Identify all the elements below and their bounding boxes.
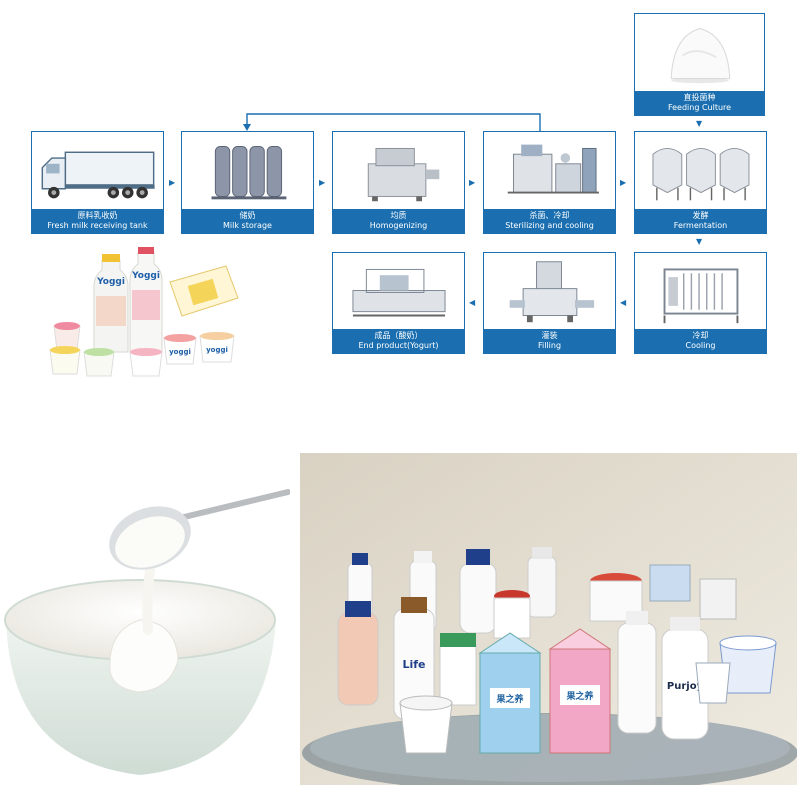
arrow-right-icon: ▶ xyxy=(169,178,176,187)
arrow-right-icon: ▶ xyxy=(319,178,326,187)
step-end-product: 成品（酸奶）End product(Yogurt) xyxy=(332,252,465,354)
carton-brand-text: 果之养 xyxy=(565,690,593,702)
packaging-line-icon xyxy=(336,256,461,327)
storage-tanks-icon xyxy=(185,135,310,207)
yogurt-bowl-photo xyxy=(0,470,290,782)
arrow-right-icon: ▶ xyxy=(469,178,476,187)
step-label: 成品（酸奶）End product(Yogurt) xyxy=(333,329,464,353)
dairy-bottles-photo: Life 果之养 果之养 Purjoy xyxy=(300,453,797,785)
carton-brand-text: 果之养 xyxy=(495,693,523,705)
bottle-brand-text: Yoggi xyxy=(131,271,160,281)
arrow-down-icon: ▼ xyxy=(696,237,703,246)
sterilizer-icon xyxy=(487,135,612,207)
arrow-left-icon: ◀ xyxy=(620,298,627,307)
plate-cooler-icon xyxy=(638,256,763,327)
culture-powder-icon xyxy=(638,17,761,89)
yogurt-products-image: Yoggi Yoggi yoggi yoggi xyxy=(40,242,250,380)
cup-brand-text: yoggi xyxy=(169,348,191,356)
homogenizer-icon xyxy=(336,135,461,207)
bottle-brand-text: Yoggi xyxy=(96,277,125,287)
life-bottle-label: Life xyxy=(402,658,425,671)
cup-brand-text: yoggi xyxy=(206,346,228,354)
arrow-left-icon: ◀ xyxy=(469,298,476,307)
fermentation-tanks-icon xyxy=(638,135,763,207)
milk-truck-icon xyxy=(35,135,160,207)
arrow-down-icon: ▼ xyxy=(696,119,703,128)
purjoy-bottle-label: Purjoy xyxy=(667,681,704,692)
arrow-right-icon: ▶ xyxy=(620,178,627,187)
filling-machine-icon xyxy=(487,256,612,327)
